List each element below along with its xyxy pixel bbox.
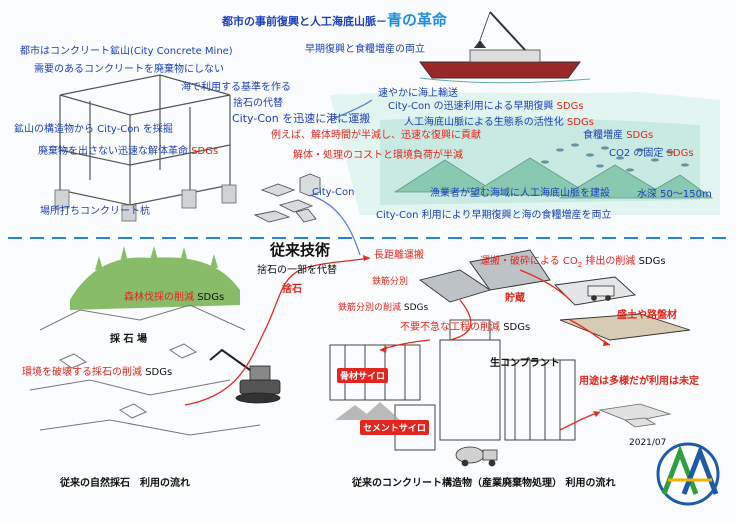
sea-transport-text: 速やかに海上輸送 xyxy=(378,88,458,99)
forest-drawing xyxy=(70,246,240,310)
ship-drawing xyxy=(419,11,591,84)
city-mine-text: 都市はコンクリート鉱山(City Concrete Mine) xyxy=(20,46,233,57)
env-quarry-text: 環境を破壊する採石の削減 SDGs xyxy=(22,367,173,378)
stone-partial-text: 捨石の一部を代替 xyxy=(257,265,337,276)
pile-stubs xyxy=(54,184,237,222)
storage-text: 貯蔵 xyxy=(505,293,525,304)
logo-mark xyxy=(656,442,720,506)
cost-halved-text: 解体・処理のコストと環境負荷が半減 xyxy=(293,150,463,161)
dual-benefit-text: City-Con 利用により早期復興と海の食糧増産を両立 xyxy=(376,210,612,221)
long-transport-text: 長距離運搬 xyxy=(374,250,424,261)
aggregate-piles xyxy=(335,402,400,420)
sea-standard-text: 海で利用する基準を作る xyxy=(181,82,291,93)
header-title: 都市の事前復興と人工海底山脈－青の革命 xyxy=(222,11,448,29)
crusher-drawing xyxy=(418,249,691,341)
stone-substitute-text: 捨石の代替 xyxy=(233,98,283,109)
caption-concrete: 従来のコンクリート構造物（産業廃棄物処理） 利用の流れ xyxy=(352,478,616,489)
quarry-drawing xyxy=(29,304,261,436)
header-subtitle: 早期復興と食糧増産の両立 xyxy=(305,44,425,55)
quick-demolition-text: 廃棄物を出さない迅速な解体革命 SDGs xyxy=(38,146,219,157)
aggregate-silo-label: 骨材サイロ xyxy=(337,368,389,383)
building-frame-drawing xyxy=(59,74,231,206)
fishermen-text: 漁業者が望む海域に人工海底山脈を建設 xyxy=(430,188,610,199)
title-prefix: 都市の事前復興と人工海底山脈－ xyxy=(222,15,387,28)
title-highlight: 青の革命 xyxy=(387,11,448,29)
date-text: 2021/07 xyxy=(629,438,667,448)
use-undetermined-text: 用途は多様だが利用は未定 xyxy=(579,376,699,387)
food-text: 食糧増産 SDGs xyxy=(583,130,654,141)
mine-structure-text: 鉱山の構造物から City-Con を採掘 xyxy=(14,124,173,135)
early-recovery-text: City-Con の迅速利用による早期復興 SDGs xyxy=(388,101,584,112)
rubble-drawing xyxy=(598,403,672,428)
fish-school xyxy=(541,143,689,172)
cement-silo-label: セメントサイロ xyxy=(360,420,429,435)
piles-text: 場所打ちコンクリート杭 xyxy=(40,206,150,217)
excavator-drawing xyxy=(209,348,281,404)
unnecessary-text: 不要不急な工程の削減 SDGs xyxy=(400,322,531,333)
time-halved-text: 例えば、解体時間が半減し、迅速な復興に貢献 xyxy=(271,130,481,141)
caption-natural: 従来の自然採石 利用の流れ xyxy=(60,478,190,489)
forest-text: 森林伐採の削減 SDGs xyxy=(124,292,225,303)
co2-transport-text: 運搬・破砕による CO2 排出の削減 SDGs xyxy=(480,256,666,269)
conventional-heading: 従来技術 xyxy=(270,241,331,259)
co2-fix-text: CO2 の固定 SDGs xyxy=(609,148,694,159)
roadbed-text: 盛土や路盤材 xyxy=(617,310,677,321)
depth-text: 水深 50～150m xyxy=(637,189,712,200)
mixer-truck-drawing xyxy=(455,446,498,467)
ecosystem-text: 人工海底山脈による生態系の活性化 SDGs xyxy=(404,117,594,128)
quarry-label: 採 石 場 xyxy=(110,334,147,345)
stone-label: 捨石 xyxy=(282,284,302,295)
concrete-plant-label: 生コンプラント xyxy=(490,358,560,369)
port-transport-text: City-Con を迅速に港に運搬 xyxy=(232,112,371,125)
seabed-mountains xyxy=(393,157,714,199)
citycon-label: City-Con xyxy=(312,187,355,198)
rebar-sep-text: 鉄筋分別の削減 SDGs xyxy=(338,303,429,313)
truck-drawing xyxy=(587,285,615,301)
citycon-blocks xyxy=(253,173,321,223)
rebar-sep-short-text: 鉄筋分別 xyxy=(372,277,409,287)
no-waste-text: 需要のあるコンクリートを廃棄物にしない xyxy=(34,64,224,75)
